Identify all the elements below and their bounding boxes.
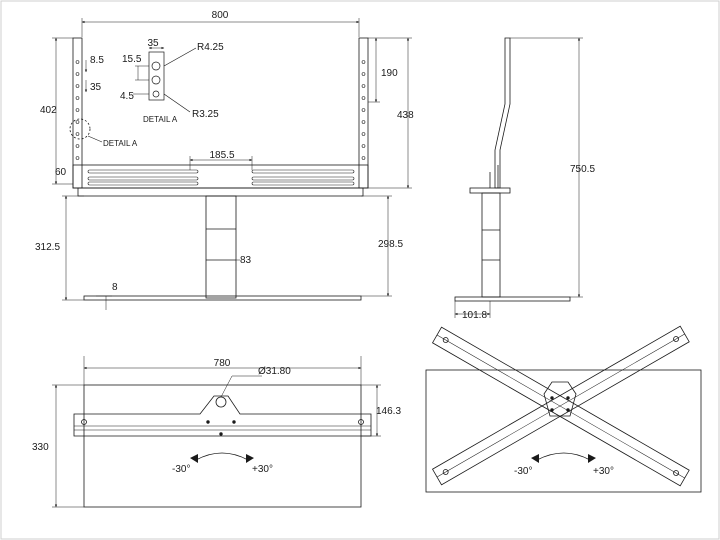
dim-bottom-offset: 60 [55,167,67,178]
rotated-dimension-labels: -30° +30° [514,466,614,477]
dim-radius-bottom: R3.25 [192,109,219,120]
dim-frame-height: 438 [397,110,414,121]
detail-callout-circle [69,118,91,140]
mount-plate [77,187,364,197]
top-dimensions [52,356,381,508]
rotated-arm-a [431,326,690,487]
top-view [73,384,372,508]
upright-slots [75,60,366,160]
top-arm [73,395,372,437]
column [205,195,237,299]
rotate-left-label: -30° [172,464,190,475]
dim-column-width: 83 [240,255,252,266]
dim-side-base-depth: 101.8 [462,310,487,321]
front-view [69,37,369,301]
dim-offset: 4.5 [120,91,134,102]
detail-label-small: DETAIL A [143,115,178,124]
dim-overall-height: 750.5 [570,164,595,175]
dim-pivot-diameter: Ø31.80 [258,366,291,377]
base-plate [83,295,362,301]
side-dimension-labels: 750.5 101.8 [462,164,595,321]
dim-slot-35: 35 [147,38,159,49]
dim-column-height: 298.5 [378,239,403,250]
dim-rail-height: 402 [40,105,57,116]
front-dimensions [52,18,412,310]
dim-hole-spacing: 185.5 [209,150,234,161]
side-plate [469,187,511,194]
top-pivot [215,396,227,408]
detail-label-callout: DETAIL A [103,139,138,148]
rotate-right-label: +30° [252,464,273,475]
rotated-hub [543,381,577,417]
side-column [481,192,501,298]
dim-radius-top: R4.25 [197,42,224,53]
dim-arm-offset: 146.3 [376,406,401,417]
dim-top-offset: 8.5 [90,55,104,66]
side-view [454,37,571,302]
top-base-outline [83,384,362,508]
dim-pitch: 15.5 [122,54,142,65]
dim-base-thickness: 8 [112,282,118,293]
dim-top-base-depth: 330 [32,442,49,453]
side-base [454,296,571,302]
dim-top-base-width: 780 [214,358,231,369]
rotated-arm-b [431,325,690,486]
side-dimensions [454,37,583,318]
dim-bracket-height: 190 [381,68,398,79]
front-dimension-labels: 800 35 R4.25 8.5 15.5 35 4.5 R3.25 DETAI… [35,10,414,293]
rotated-rotate-right-label: +30° [593,466,614,477]
rotation-arrow [195,452,249,461]
dim-total-height: 312.5 [35,242,60,253]
crossbar-slots [87,169,355,186]
rotated-view [425,325,702,493]
dim-side-inset: 35 [90,82,102,93]
side-upright [494,37,511,189]
dim-width-800: 800 [212,10,229,21]
rotated-rotation-arrow [536,452,591,461]
detail-a [148,47,197,113]
rotated-base-outline [425,369,702,493]
crossbar [72,164,369,189]
top-dimension-labels: 780 Ø31.80 146.3 330 -30° +30° [32,358,401,475]
rotated-rotate-left-label: -30° [514,466,532,477]
